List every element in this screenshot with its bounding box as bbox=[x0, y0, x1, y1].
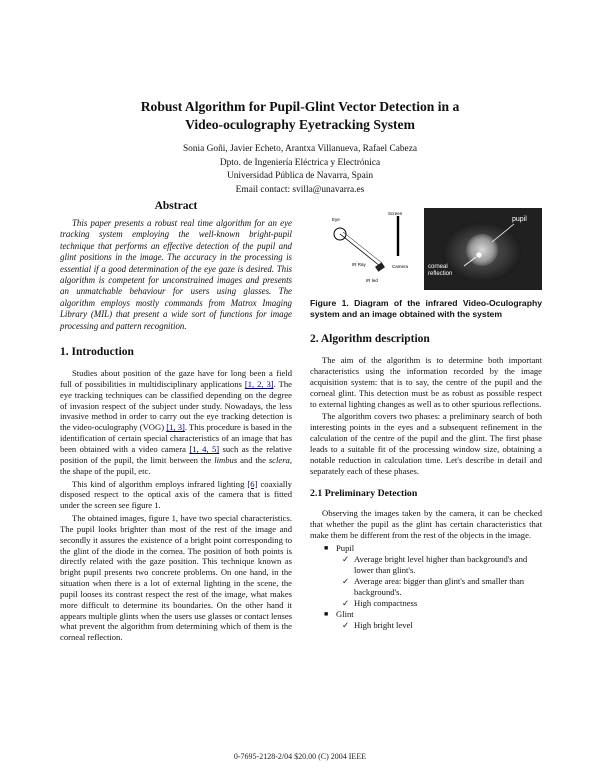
abstract-text: This paper presents a robust real time a… bbox=[60, 218, 292, 331]
email-contact: Email contact: svilla@unavarra.es bbox=[235, 184, 365, 195]
eye-shape bbox=[333, 227, 347, 241]
citation-link[interactable]: [1, 4, 5] bbox=[189, 443, 220, 454]
bullet-icon: ■ bbox=[324, 610, 329, 618]
feature-list: ■Pupil ✓Average bright level higher than… bbox=[310, 543, 542, 631]
label-reflection: reflection bbox=[428, 271, 452, 277]
list-item: ✓Average bright level higher than backgr… bbox=[342, 554, 528, 575]
intro-paragraph-3: The obtained images, figure 1, have two … bbox=[60, 513, 292, 643]
algorithm-paragraph-2: The algorithm covers two phases: a preli… bbox=[310, 411, 542, 476]
citation-link[interactable]: [1, 2, 3] bbox=[244, 378, 274, 389]
camera-shape bbox=[375, 262, 385, 272]
label-corneal: corneal bbox=[428, 264, 448, 270]
glint-shape bbox=[476, 252, 482, 258]
figure-1: Eye Screen IR Ray Camera IR led bbox=[310, 208, 542, 296]
list-item: ■Pupil bbox=[324, 543, 355, 553]
vog-diagram: Eye Screen IR Ray Camera IR led bbox=[332, 211, 409, 283]
list-item: ✓High bright level bbox=[342, 620, 413, 630]
list-item: ✓High compactness bbox=[342, 598, 418, 608]
algorithm-heading: 2. Algorithm description bbox=[310, 333, 430, 346]
eye-image: pupil corneal reflection bbox=[424, 208, 542, 290]
title-line-2: Video-oculography Eyetracking System bbox=[185, 117, 415, 132]
label-screen: Screen bbox=[388, 211, 403, 216]
university: Universidad Pública de Navarra, Spain bbox=[226, 171, 374, 182]
label-camera: Camera bbox=[392, 264, 409, 269]
paper-title: Robust Algorithm for Pupil-Glint Vector … bbox=[60, 98, 540, 134]
authors: Sonia Goñi, Javier Echeto, Arantxa Villa… bbox=[182, 144, 418, 154]
intro-heading: 1. Introduction bbox=[60, 346, 134, 359]
label-eye: Eye bbox=[332, 217, 340, 222]
label-ir-ray: IR Ray bbox=[352, 262, 367, 267]
ir-ray-line bbox=[342, 231, 383, 264]
abstract-heading: Abstract bbox=[154, 200, 198, 212]
title-line-1: Robust Algorithm for Pupil-Glint Vector … bbox=[140, 99, 460, 114]
figure-caption: Figure 1. Diagram of the infrared Video-… bbox=[310, 298, 542, 319]
label-ir-led: IR led bbox=[366, 278, 378, 283]
check-icon: ✓ bbox=[342, 598, 350, 608]
check-icon: ✓ bbox=[342, 554, 350, 564]
list-item: ■Glint bbox=[324, 609, 354, 619]
algorithm-paragraph-1: The aim of the algorithm is to determine… bbox=[310, 355, 542, 409]
left-column: Abstract This paper presents a robust re… bbox=[60, 200, 292, 645]
department: Dpto. de Ingeniería Eléctrica y Electrón… bbox=[219, 157, 381, 168]
ir-ray-line bbox=[339, 233, 381, 267]
citation-link[interactable]: [6] bbox=[247, 478, 258, 489]
right-column: Eye Screen IR Ray Camera IR led bbox=[310, 208, 542, 631]
intro-paragraph-2: This kind of algorithm employs infrared … bbox=[60, 478, 292, 511]
check-icon: ✓ bbox=[342, 620, 350, 630]
glint-pointer bbox=[463, 256, 477, 267]
pupil-pointer bbox=[491, 223, 515, 243]
author-block: Sonia Goñi, Javier Echeto, Arantxa Villa… bbox=[60, 143, 540, 197]
list-item: ✓Average area: bigger than glint's and s… bbox=[342, 576, 525, 597]
preliminary-heading: 2.1 Preliminary Detection bbox=[310, 488, 418, 500]
bullet-icon: ■ bbox=[324, 544, 329, 552]
preliminary-paragraph: Observing the images taken by the camera… bbox=[310, 508, 542, 541]
label-pupil: pupil bbox=[512, 216, 527, 223]
check-icon: ✓ bbox=[342, 576, 350, 586]
intro-paragraph-1: Studies about position of the gaze have … bbox=[60, 368, 292, 476]
page-footer: 0-7695-2128-2/04 $20.00 (C) 2004 IEEE bbox=[233, 752, 367, 761]
citation-link[interactable]: [1, 3] bbox=[166, 422, 185, 433]
